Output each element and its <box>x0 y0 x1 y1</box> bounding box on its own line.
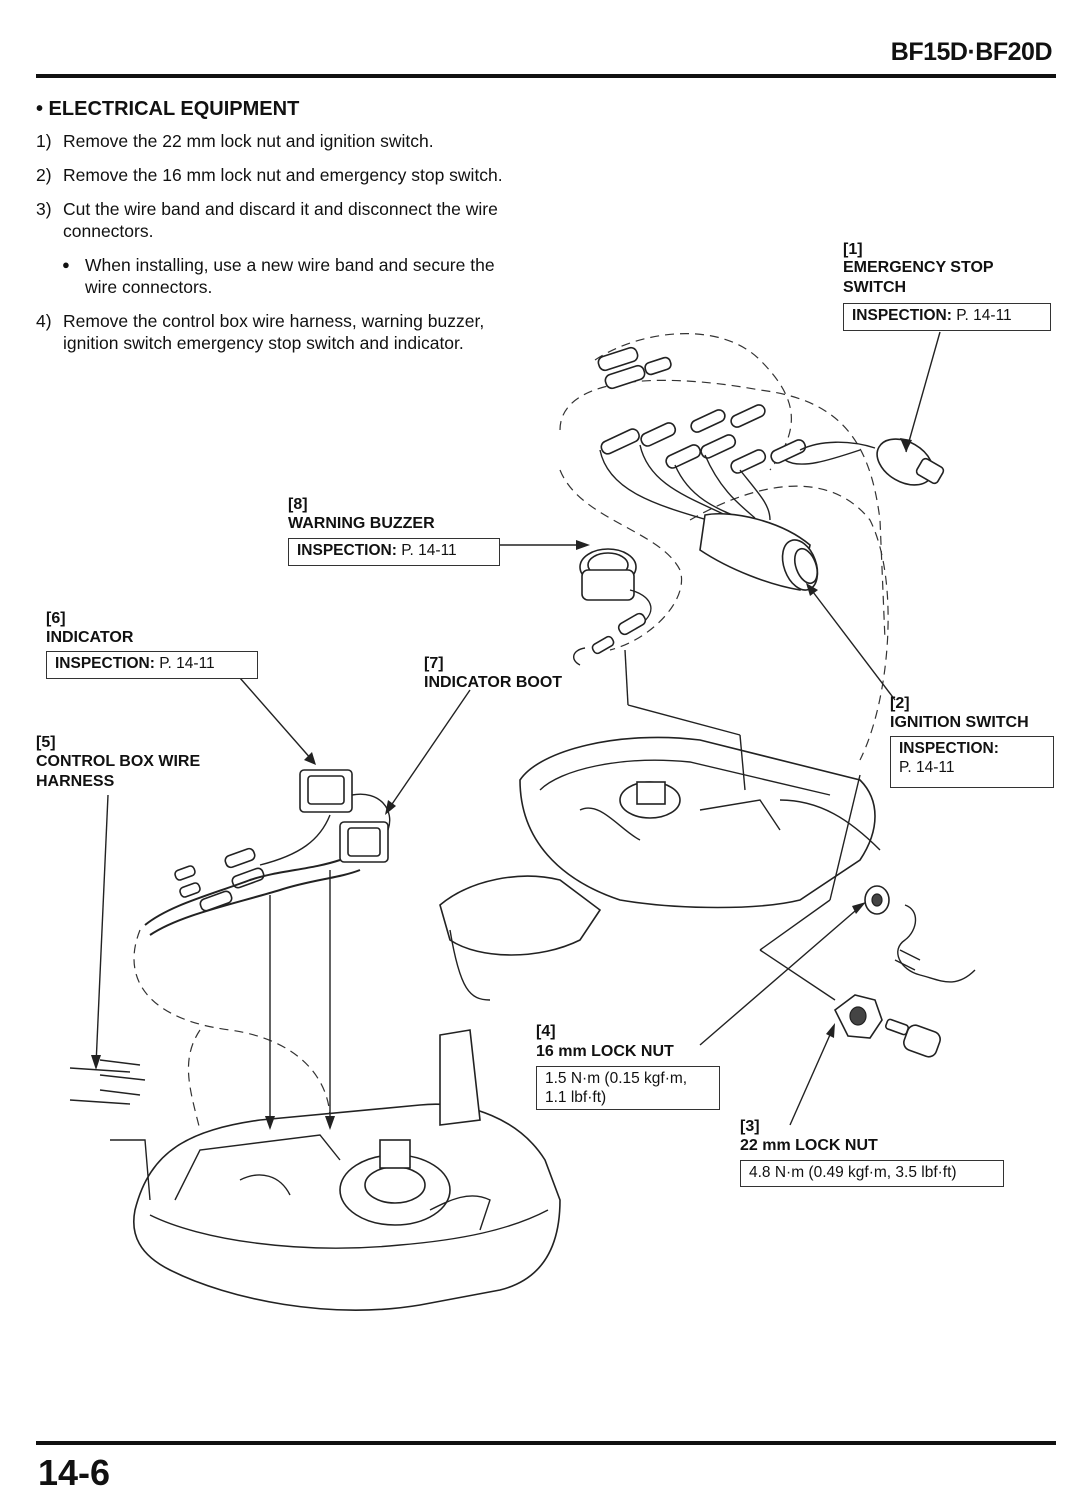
torque-value: 4.8 N·m (0.49 kgf·m, 3.5 lbf·ft) <box>749 1164 957 1181</box>
bullet-dot: ● <box>62 257 70 272</box>
step-number: 1) <box>36 131 52 151</box>
callout-7-name: INDICATOR BOOT <box>424 674 563 691</box>
callout-5-name-line1: CONTROL BOX WIRE <box>36 753 201 770</box>
inspection-label: INSPECTION: <box>852 307 952 324</box>
inspection-page: P. 14-11 <box>956 307 1012 324</box>
step-number: 3) <box>36 199 52 219</box>
ignition-key <box>884 1018 941 1058</box>
inspection-page: P. 14-11 <box>899 759 955 776</box>
callout-5-number: [5] <box>36 734 56 751</box>
callout-1-number: [1] <box>843 241 863 258</box>
callout-3-number: [3] <box>740 1118 760 1135</box>
callout-6-inspection-box: INSPECTION: P. 14-11 <box>46 651 258 679</box>
note-line2: wire connectors. <box>85 277 213 297</box>
inspection-page: P. 14-11 <box>401 542 457 559</box>
callout-4-torque-box: 1.5 N·m (0.15 kgf·m, 1.1 lbf·ft) <box>536 1066 720 1110</box>
torque-line1: 1.5 N·m (0.15 kgf·m, <box>545 1070 688 1087</box>
callout-1-name-line2: SWITCH <box>843 279 907 296</box>
step-3: 3) Cut the wire band and discard it and … <box>36 198 596 242</box>
step-text: Remove the 16 mm lock nut and emergency … <box>63 165 503 185</box>
callout-1-name-line1: EMERGENCY STOP <box>843 259 994 276</box>
emergency-stop-lanyard <box>894 904 976 983</box>
callout-8-number: [8] <box>288 496 308 513</box>
torque-line2: 1.1 lbf·ft) <box>545 1089 607 1106</box>
step-text-line2: ignition switch emergency stop switch an… <box>63 333 464 353</box>
upper-connectors <box>597 346 807 474</box>
callout-8-name: WARNING BUZZER <box>288 515 435 532</box>
step-number: 2) <box>36 165 52 185</box>
step-text-line2: connectors. <box>63 221 154 241</box>
step-text-line1: Cut the wire band and discard it and dis… <box>63 199 498 219</box>
inspection-label: INSPECTION: <box>55 655 155 672</box>
harness-outline-dash <box>689 485 889 761</box>
warning-buzzer <box>579 548 652 655</box>
bottom-rule <box>36 1441 1056 1445</box>
upper-control-box <box>439 736 881 1001</box>
callout-6-number: [6] <box>46 610 66 627</box>
page-number: 14-6 <box>38 1452 111 1493</box>
harness-route-dash <box>187 1029 201 1131</box>
step-text-line1: Remove the control box wire harness, war… <box>63 311 485 331</box>
lock-nut-22 <box>833 994 883 1039</box>
callout-2-name: IGNITION SWITCH <box>890 714 1029 731</box>
callout-2-inspection-box: INSPECTION: P. 14-11 <box>890 736 1054 788</box>
harness-outline-dash <box>559 469 683 651</box>
step-number: 4) <box>36 311 52 331</box>
inspection-label: INSPECTION: <box>899 740 999 757</box>
harness-route-dash <box>133 929 331 1121</box>
step-1: 1) Remove the 22 mm lock nut and ignitio… <box>36 130 596 152</box>
indicator-and-boot <box>299 769 391 863</box>
emergency-stop-switch <box>876 438 945 486</box>
callout-4-name: 16 mm LOCK NUT <box>536 1043 674 1060</box>
callout-2-number: [2] <box>890 695 910 712</box>
callout-8-inspection-box: INSPECTION: P. 14-11 <box>288 538 500 566</box>
callout-6-name: INDICATOR <box>46 629 134 646</box>
callout-5-name-line2: HARNESS <box>36 773 115 790</box>
callout-1-inspection-box: INSPECTION: P. 14-11 <box>843 303 1051 331</box>
ignition-switch <box>699 512 819 591</box>
callout-3-torque-box: 4.8 N·m (0.49 kgf·m, 3.5 lbf·ft) <box>740 1160 1004 1187</box>
section-title: • ELECTRICAL EQUIPMENT <box>36 98 300 120</box>
callout-7-number: [7] <box>424 655 444 672</box>
note-line1: When installing, use a new wire band and… <box>85 255 495 275</box>
model-header: BF15D·BF20D <box>890 38 1053 66</box>
step-2: 2) Remove the 16 mm lock nut and emergen… <box>36 164 596 186</box>
callout-3-name: 22 mm LOCK NUT <box>740 1137 878 1154</box>
harness-connectors <box>144 814 361 936</box>
step-4: 4) Remove the control box wire harness, … <box>36 310 596 354</box>
inspection-label: INSPECTION: <box>297 542 397 559</box>
step-text: Remove the 22 mm lock nut and ignition s… <box>63 131 434 151</box>
leader-lines <box>91 331 941 1130</box>
indicator-boot-part <box>573 647 586 666</box>
harness-outline-dash <box>559 379 886 641</box>
harness-outline-dash <box>594 333 792 471</box>
inspection-page: P. 14-11 <box>159 655 215 672</box>
lock-nut-16 <box>864 885 890 915</box>
top-rule <box>36 74 1056 78</box>
lower-control-box <box>69 1029 561 1311</box>
callout-4-number: [4] <box>536 1023 556 1040</box>
